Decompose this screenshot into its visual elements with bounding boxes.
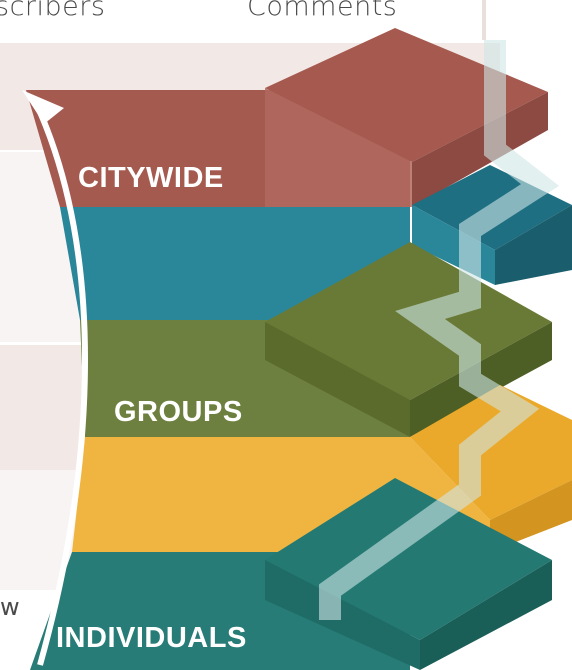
- curved-arrow-shaft: [37, 110, 88, 666]
- block-citywide: [265, 28, 548, 207]
- side-fragment-text: w: [0, 593, 20, 621]
- block-individuals: [265, 478, 552, 670]
- level-label-groups: GROUPS: [114, 396, 243, 428]
- subscribers-label: oscribers: [0, 0, 106, 22]
- level-label-individuals: INDIVIDUALS: [56, 622, 247, 654]
- bg-panel-groups: [0, 345, 90, 470]
- level-label-citywide: CITYWIDE: [78, 162, 224, 194]
- curved-arrow-head: [22, 90, 64, 124]
- pathway: [319, 40, 560, 620]
- comments-label: Comments: [247, 0, 398, 22]
- bg-divider: [482, 0, 486, 40]
